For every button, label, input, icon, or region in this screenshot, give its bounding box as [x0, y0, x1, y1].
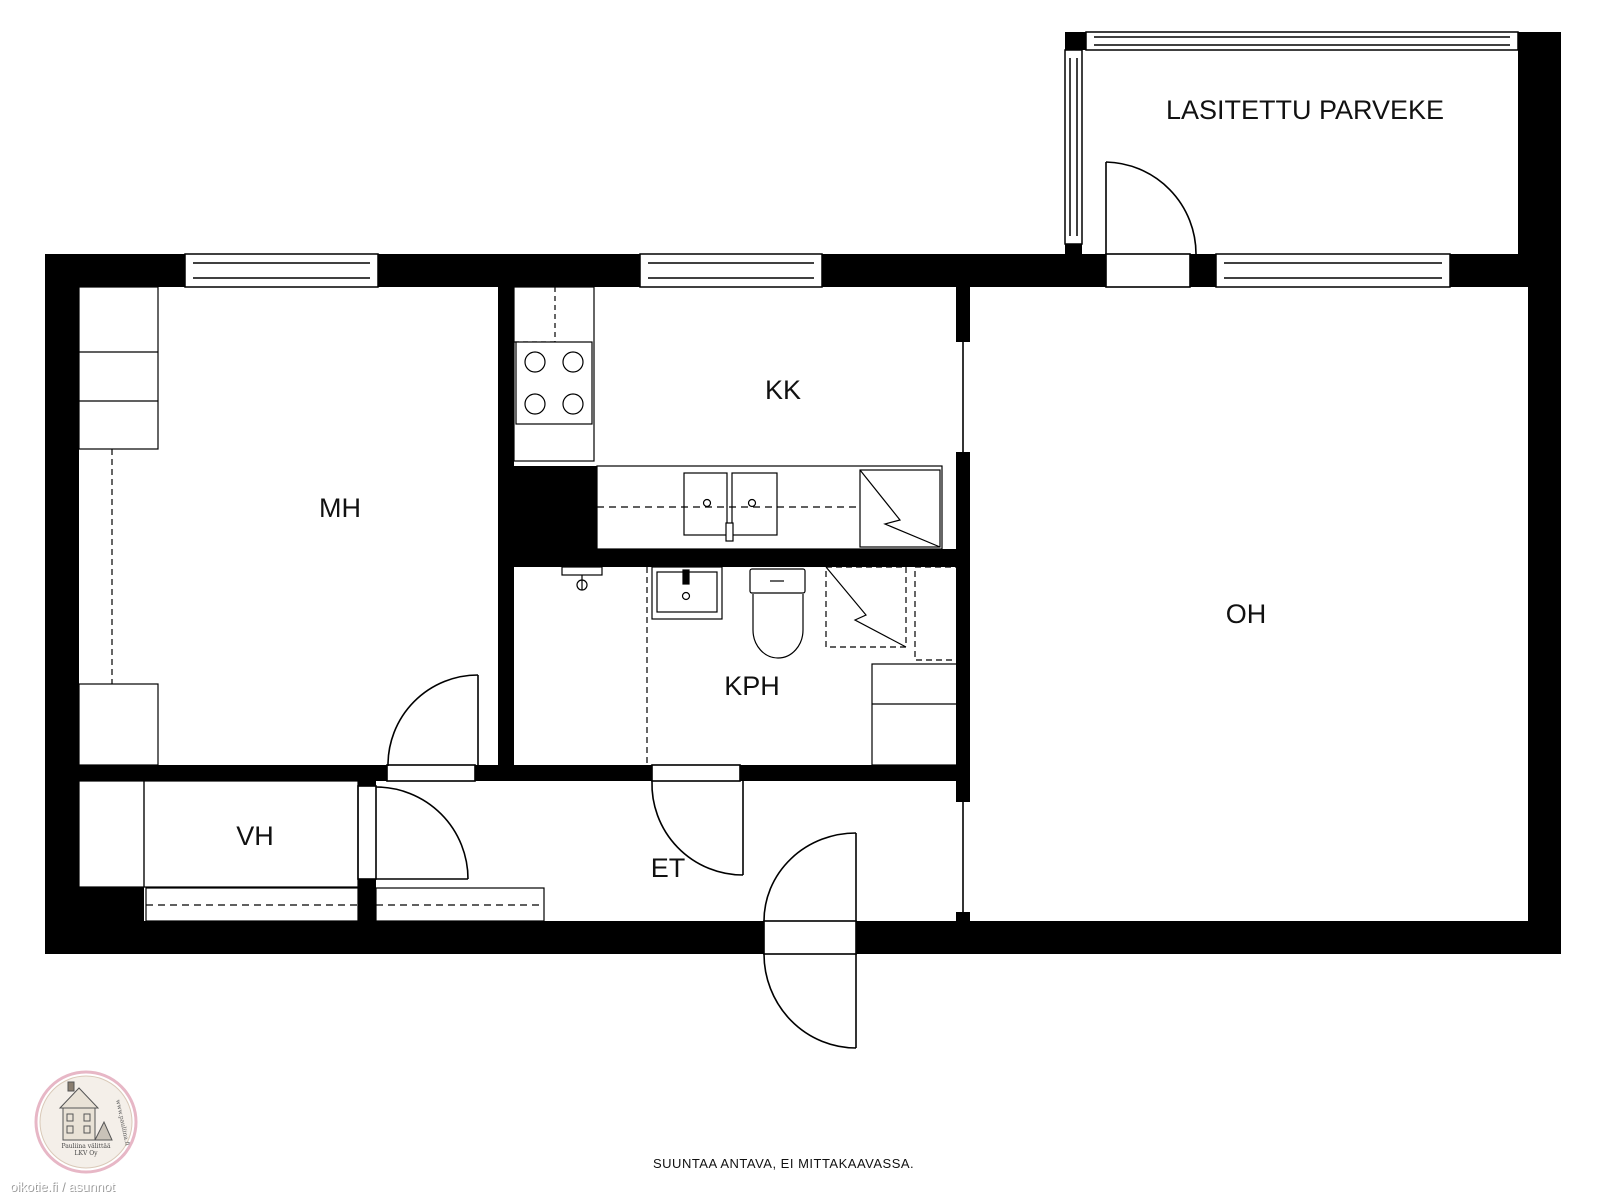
fixtures: [78, 286, 958, 922]
room-label-closet: VH: [236, 821, 274, 851]
watermark-shadow: oikotie.fi / asunnot: [11, 1180, 116, 1195]
logo-name-line2: LKV Oy: [74, 1150, 98, 1157]
room-label-living: OH: [1226, 599, 1267, 629]
hall-fixtures: [375, 887, 545, 922]
bathroom-fixtures: [561, 566, 723, 765]
room-label-balcony: LASITETTU PARVEKE: [1166, 95, 1444, 125]
window-oh: [1215, 253, 1451, 288]
window-balcony-top: [1085, 31, 1519, 51]
room-label-hall: ET: [651, 853, 686, 883]
washer-cabinet: [871, 663, 958, 766]
window-mh: [184, 253, 379, 288]
shower-area: [825, 566, 958, 661]
door-kph: [651, 764, 744, 876]
walls: [45, 32, 1561, 954]
disclaimer-text: SUUNTAA ANTAVA, EI MITTAKAAVASSA.: [653, 1156, 914, 1171]
room-label-kitchen: KK: [765, 375, 801, 405]
door-balcony: [1105, 161, 1197, 288]
stove-icon: [515, 341, 593, 425]
window-kk: [639, 253, 823, 288]
window-balcony-left: [1064, 49, 1083, 245]
company-logo: www.pauliina.fi Pauliina välittää LKV Oy: [34, 1070, 138, 1174]
watermark-text: oikotie.fi / asunnot: [10, 1179, 115, 1194]
door-entrance: [763, 832, 857, 1049]
toilet-icon: [749, 568, 806, 659]
wardrobe-mh: [78, 286, 159, 766]
door-mh: [386, 674, 479, 782]
doors: [357, 161, 1197, 1049]
door-vh: [357, 785, 469, 880]
closet-fixtures: [78, 780, 359, 922]
house-icon: [58, 1081, 113, 1141]
room-labels: LASITETTU PARVEKE KK MH OH KPH VH ET: [236, 95, 1444, 883]
logo-name-line1: Pauliina välittää: [61, 1143, 111, 1150]
room-label-bedroom: MH: [319, 493, 361, 523]
sink-icon: [683, 472, 778, 542]
room-label-bathroom: KPH: [724, 671, 780, 701]
windows: [184, 31, 1519, 288]
kitchen-counter-bottom: [596, 465, 943, 550]
